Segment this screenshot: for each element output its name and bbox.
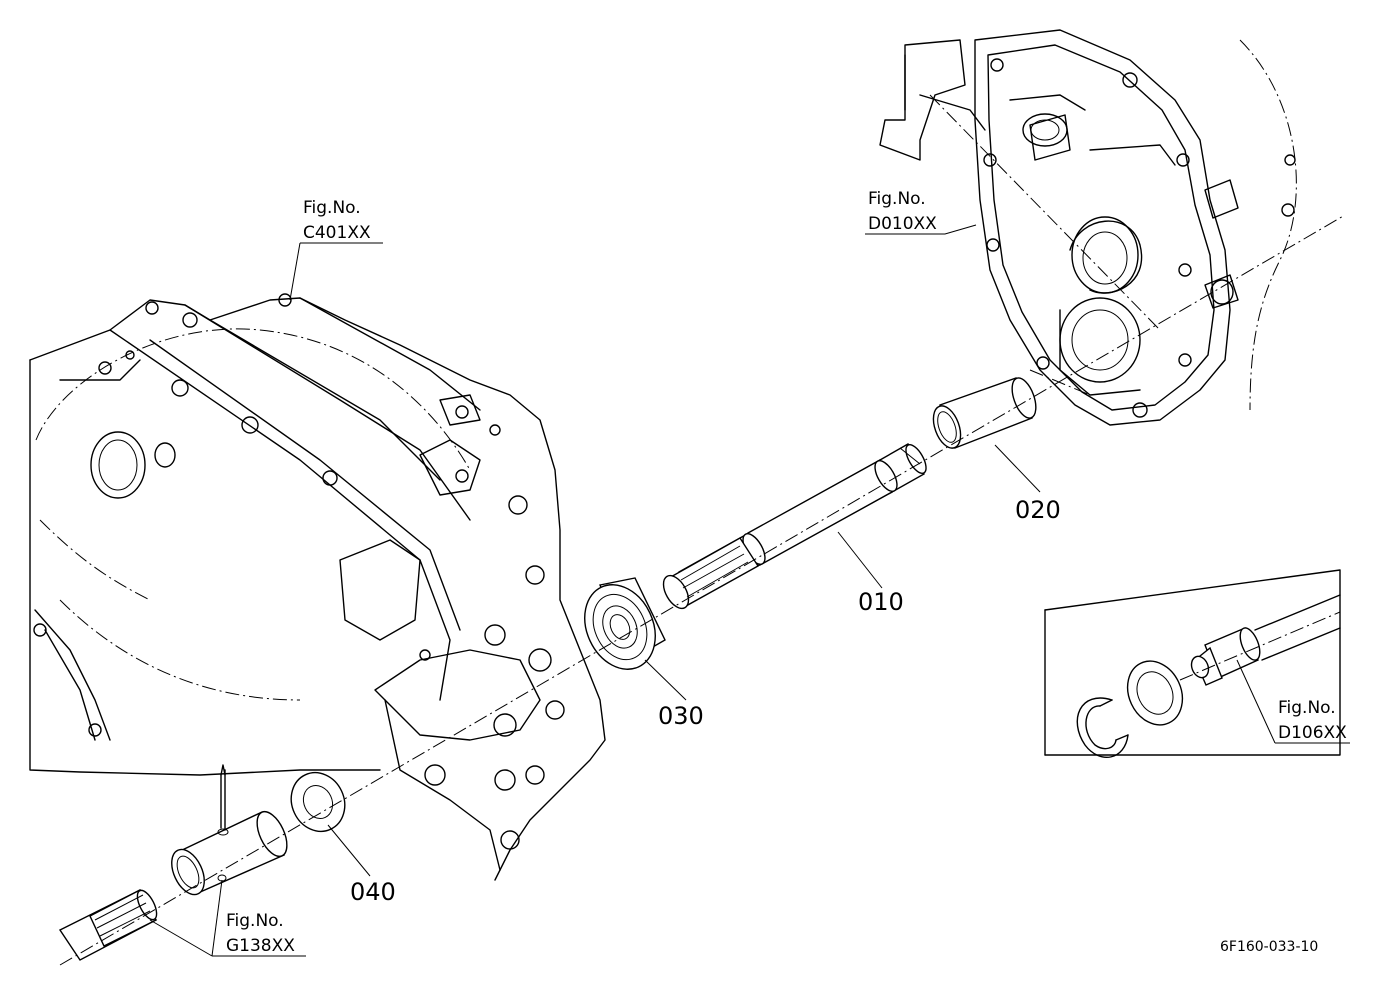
seal-part-040 xyxy=(290,771,346,833)
ref-g138-line2: G138XX xyxy=(226,936,295,956)
ref-label-g138: Fig.No. G138XX xyxy=(226,911,295,956)
ref-g138-line1: Fig.No. xyxy=(226,911,284,931)
ref-d106-line2: D106XX xyxy=(1278,723,1347,743)
part-label-020: 020 xyxy=(1015,496,1061,524)
ref-c401-line2: C401XX xyxy=(303,223,371,243)
transmission-case-drawing xyxy=(879,29,1297,426)
ref-d106-line1: Fig.No. xyxy=(1278,698,1336,718)
label-leader-lines xyxy=(149,224,1350,957)
ref-label-c401: Fig.No. C401XX xyxy=(303,198,371,243)
main-shaft-part-010 xyxy=(662,443,927,610)
ref-label-d106: Fig.No. D106XX xyxy=(1278,698,1347,743)
coupling-sleeve-drawing xyxy=(171,764,288,896)
drawing-number: 6F160-033-10 xyxy=(1220,939,1318,955)
ref-c401-line1: Fig.No. xyxy=(303,198,361,218)
d106-inset-drawing xyxy=(1044,569,1341,758)
part-label-010: 010 xyxy=(858,588,904,616)
ref-label-d010: Fig.No. D010XX xyxy=(868,189,937,234)
ref-d010-line1: Fig.No. xyxy=(868,189,926,209)
assembly-centerlines xyxy=(59,94,1346,966)
ref-d010-line2: D010XX xyxy=(868,214,937,234)
sleeve-part-020 xyxy=(932,377,1037,449)
part-label-030: 030 xyxy=(658,702,704,730)
clutch-housing-drawing xyxy=(29,293,606,881)
part-label-040: 040 xyxy=(350,878,396,906)
input-shaft-drawing xyxy=(58,889,158,961)
